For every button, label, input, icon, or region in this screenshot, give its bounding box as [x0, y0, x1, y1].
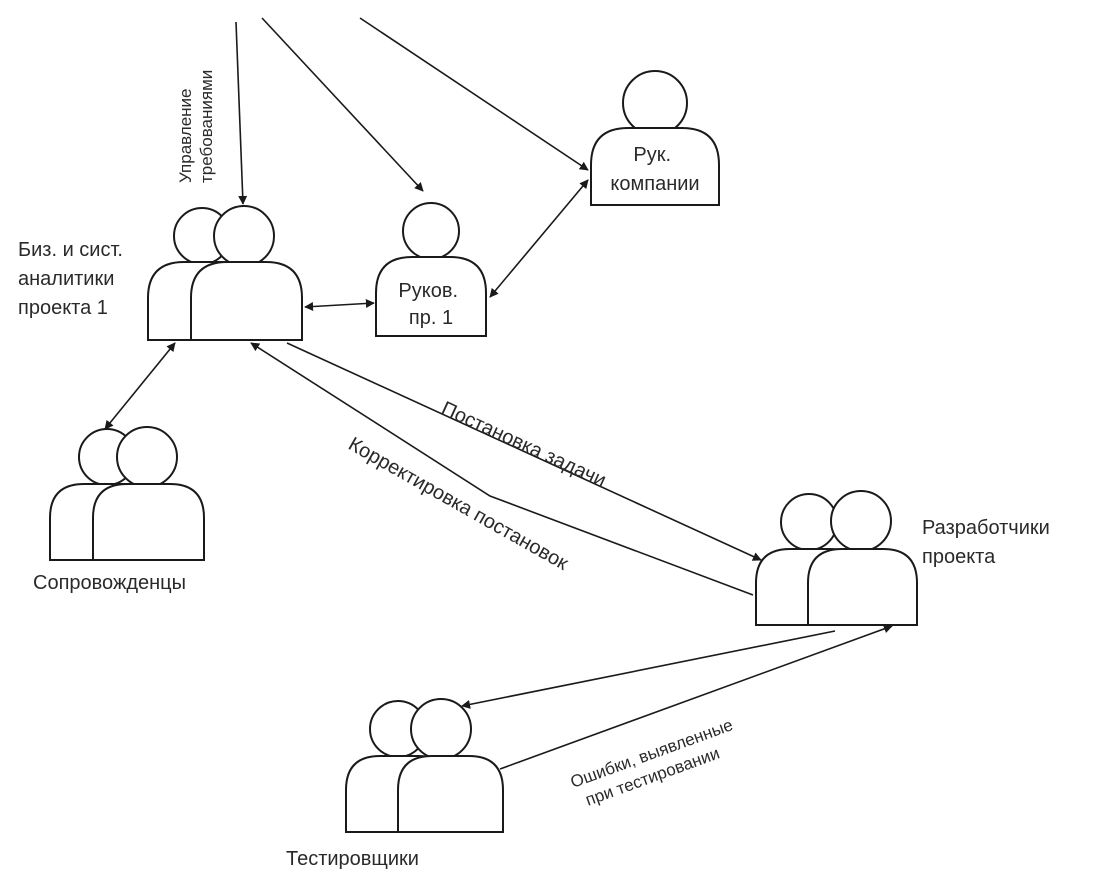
person-body-icon — [190, 261, 303, 341]
actor-developers: Разработчики проекта — [755, 490, 1055, 626]
actor-label: Разработчики проекта — [922, 517, 1055, 568]
person-body-icon — [92, 483, 205, 561]
actor-label: Биз. и сист. аналитики проекта 1 — [18, 239, 129, 319]
bugs-label: Ошибки, выявленные при тестировании — [568, 714, 748, 813]
person-head-icon — [622, 70, 688, 136]
person-body-icon — [375, 256, 487, 337]
person-body-icon — [807, 548, 918, 626]
edges — [104, 17, 893, 770]
person-head-icon — [213, 205, 275, 267]
actor-ruk-kompanii: Рук. компании — [590, 70, 720, 206]
correction-arrow — [250, 342, 754, 596]
requirements-label: Управление требованиями — [176, 70, 216, 183]
person-head-icon — [780, 493, 838, 551]
analytics-rukov-arrow — [304, 298, 375, 312]
requirements-arrow — [235, 21, 248, 205]
actor-rukov-pr1: Руков. пр. 1 — [375, 202, 487, 337]
person-head-icon — [116, 426, 178, 488]
actor-testers: Тестировщики — [286, 698, 504, 870]
actor-analytics: Биз. и сист. аналитики проекта 1 — [18, 205, 303, 341]
person-body-icon — [590, 127, 720, 206]
actor-label: Сопровожденцы — [33, 572, 186, 594]
person-head-icon — [410, 698, 472, 760]
actor-label: Руков. пр. 1 — [398, 280, 463, 329]
task-setting-arrow — [286, 342, 762, 561]
top-to-ruk-kompanii-arrow — [359, 17, 589, 171]
person-body-icon — [397, 755, 504, 833]
person-head-icon — [402, 202, 460, 260]
rukov-ruk-kompanii-arrow — [489, 179, 589, 298]
bugs-arrow — [499, 624, 893, 770]
top-to-rukov-arrow — [261, 17, 424, 192]
task-setting-label: Постановка задачи — [438, 398, 609, 492]
analytics-soprov-arrow — [104, 342, 176, 430]
actor-label: Рук. компании — [610, 144, 699, 195]
actor-label: Тестировщики — [286, 848, 419, 870]
person-head-icon — [830, 490, 892, 552]
actor-soprovozhdentsy: Сопровожденцы — [33, 426, 205, 594]
developers-testers-arrow — [461, 630, 836, 709]
